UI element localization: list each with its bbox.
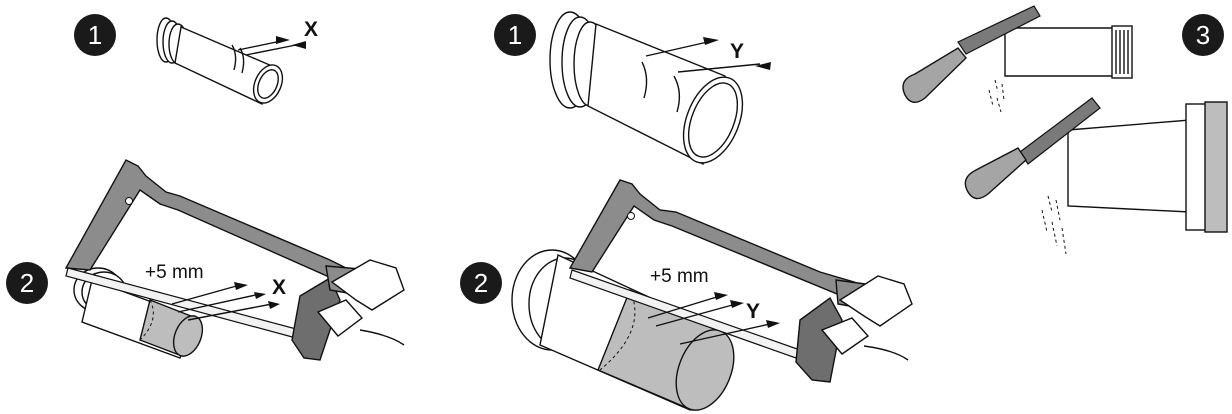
mark-y-label-saw: Y: [746, 300, 760, 323]
file-tool-icon: [902, 5, 1041, 103]
step-2-right-badge: 2: [460, 262, 502, 304]
hacksaw-icon-2: [568, 179, 881, 383]
offset-label-large: +5 mm: [650, 266, 709, 287]
step-1-left-badge: 1: [74, 14, 116, 56]
hand-icon: [316, 259, 405, 346]
step-1-right-badge: 1: [494, 14, 536, 56]
filing-dust-2: [1041, 195, 1067, 255]
filing-dust: [988, 79, 1005, 113]
svg-text:1: 1: [508, 20, 522, 50]
mark-x-label-saw: X: [272, 276, 286, 299]
svg-text:2: 2: [474, 268, 488, 298]
step-2-left-badge: 2: [6, 262, 48, 304]
offset-markers-small: [171, 282, 280, 321]
file-tool-icon-2: [964, 97, 1101, 200]
svg-text:3: 3: [1196, 20, 1210, 50]
offset-label-small: +5 mm: [145, 262, 204, 283]
svg-text:2: 2: [20, 268, 34, 298]
offset-markers-large: [647, 292, 780, 345]
mark-y-label-large: Y: [730, 40, 744, 63]
large-pipe-marked: [549, 11, 771, 166]
mark-x-label-small: X: [304, 18, 318, 41]
large-pipe-sawing: [511, 249, 735, 411]
hand-icon-2: [820, 275, 913, 361]
svg-text:1: 1: [88, 20, 102, 50]
large-pipe-filing: [1067, 101, 1228, 233]
step-3-badge: 3: [1182, 14, 1224, 56]
small-pipe-filing: [1004, 25, 1133, 79]
small-pipe-marked: [156, 17, 306, 105]
